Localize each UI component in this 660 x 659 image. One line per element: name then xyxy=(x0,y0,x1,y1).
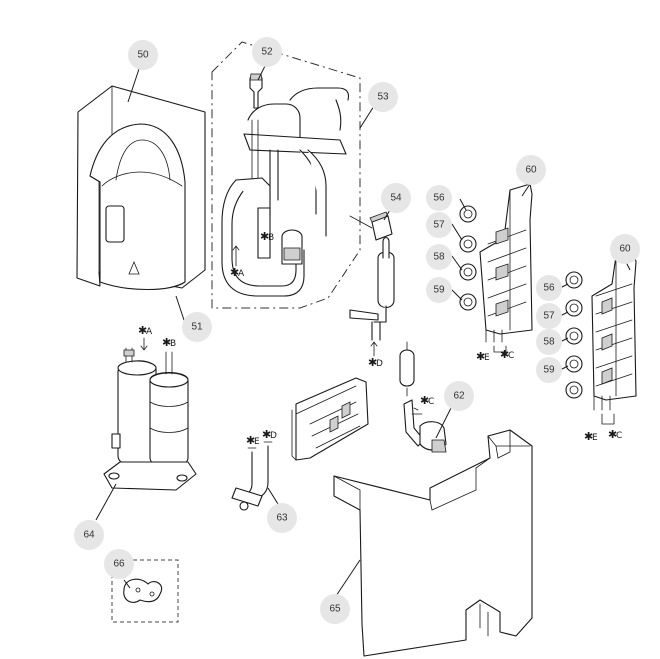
callout-59-right[interactable]: 59 xyxy=(536,357,562,383)
svg-text:✱: ✱ xyxy=(260,230,269,243)
svg-text:58: 58 xyxy=(433,252,445,263)
svg-text:✱: ✱ xyxy=(138,324,147,337)
svg-text:✱: ✱ xyxy=(246,434,255,447)
side-panel xyxy=(333,429,533,657)
callout-54[interactable]: 54 xyxy=(381,183,411,213)
mark-C-manifold-right: ✱ C xyxy=(601,413,622,441)
callout-bubbles: 50 51 52 53 54 56 57 58 59 60 60 56 57 5… xyxy=(74,37,640,624)
callout-66[interactable]: 66 xyxy=(104,549,134,579)
svg-text:64: 64 xyxy=(83,530,95,541)
service-valve xyxy=(403,399,447,453)
svg-text:C: C xyxy=(508,351,514,361)
callout-60-right[interactable]: 60 xyxy=(610,234,640,264)
manifold-left xyxy=(479,183,533,343)
svg-text:56: 56 xyxy=(433,193,445,204)
svg-text:57: 57 xyxy=(543,311,555,322)
svg-text:62: 62 xyxy=(453,391,465,402)
svg-text:56: 56 xyxy=(543,283,555,294)
valve-piping xyxy=(231,441,273,511)
svg-text:59: 59 xyxy=(543,365,555,376)
svg-text:59: 59 xyxy=(433,285,445,296)
svg-text:65: 65 xyxy=(329,604,341,615)
svg-text:54: 54 xyxy=(390,193,402,204)
svg-text:A: A xyxy=(238,269,245,279)
callout-50[interactable]: 50 xyxy=(128,40,158,70)
callout-62[interactable]: 62 xyxy=(444,381,474,411)
svg-text:58: 58 xyxy=(543,337,555,348)
svg-text:A: A xyxy=(146,327,153,337)
mark-D-filter: ✱ D xyxy=(368,341,383,369)
receiver-tank xyxy=(399,341,415,397)
svg-text:✱: ✱ xyxy=(420,394,429,407)
gasket-inset xyxy=(111,559,179,623)
callout-64[interactable]: 64 xyxy=(74,520,104,550)
callout-51[interactable]: 51 xyxy=(182,312,212,342)
svg-text:E: E xyxy=(592,433,598,443)
svg-text:✱: ✱ xyxy=(262,428,271,441)
mark-C-manifold-left: ✱ C xyxy=(493,345,514,361)
svg-text:57: 57 xyxy=(433,220,445,231)
mark-E-valve: ✱ E xyxy=(246,434,260,447)
svg-text:63: 63 xyxy=(276,513,288,524)
svg-text:✱: ✱ xyxy=(584,430,593,443)
callout-57-left[interactable]: 57 xyxy=(426,212,452,238)
svg-text:E: E xyxy=(484,353,490,363)
mark-C-valve: ✱ C xyxy=(413,394,434,411)
svg-text:53: 53 xyxy=(377,92,389,103)
svg-text:✱: ✱ xyxy=(476,350,485,363)
svg-text:B: B xyxy=(170,339,176,349)
svg-text:50: 50 xyxy=(137,50,149,61)
valve-caps-right xyxy=(565,271,583,399)
callout-52[interactable]: 52 xyxy=(252,37,282,67)
terminal-plate xyxy=(291,377,369,461)
mark-A-pipe: ✱ A xyxy=(230,245,245,279)
callout-56-left[interactable]: 56 xyxy=(426,185,452,211)
connection-marks: ✱ A ✱ B ✱ D ✱ A ✱ B ✱ E ✱ D xyxy=(138,230,622,447)
svg-text:✱: ✱ xyxy=(500,348,509,361)
svg-text:C: C xyxy=(616,431,622,441)
mark-D-valve: ✱ D xyxy=(262,428,277,441)
mark-A-compressor: ✱ A xyxy=(138,324,153,351)
callout-58-right[interactable]: 58 xyxy=(536,329,562,355)
svg-text:✱: ✱ xyxy=(368,356,377,369)
callout-58-left[interactable]: 58 xyxy=(426,244,452,270)
callout-65[interactable]: 65 xyxy=(320,594,350,624)
manifold-right xyxy=(591,251,637,411)
svg-text:52: 52 xyxy=(261,47,273,58)
mark-B-compressor: ✱ B xyxy=(162,336,176,349)
valve-caps-left xyxy=(459,205,477,311)
svg-text:51: 51 xyxy=(191,322,203,333)
svg-text:C: C xyxy=(428,397,434,407)
callout-56-right[interactable]: 56 xyxy=(536,275,562,301)
svg-text:60: 60 xyxy=(525,165,537,176)
mark-E-manifold-left: ✱ E xyxy=(476,350,490,363)
mark-B-pipe: ✱ B xyxy=(260,230,274,243)
piping-assembly-group xyxy=(211,41,361,309)
callout-60-left[interactable]: 60 xyxy=(516,155,546,185)
filter-pipe xyxy=(349,236,395,341)
callout-57-right[interactable]: 57 xyxy=(536,303,562,329)
callout-53[interactable]: 53 xyxy=(368,82,398,112)
svg-text:✱: ✱ xyxy=(162,336,171,349)
svg-text:60: 60 xyxy=(619,244,631,255)
compressor xyxy=(103,347,197,491)
svg-text:✱: ✱ xyxy=(608,428,617,441)
svg-text:D: D xyxy=(376,359,383,369)
svg-text:66: 66 xyxy=(113,559,125,570)
compressor-insulation-jacket xyxy=(76,85,206,291)
svg-text:E: E xyxy=(254,437,260,447)
svg-text:✱: ✱ xyxy=(230,266,239,279)
mark-E-manifold-right: ✱ E xyxy=(584,430,598,443)
solenoid-coil xyxy=(349,211,393,241)
svg-text:B: B xyxy=(268,233,274,243)
callout-59-left[interactable]: 59 xyxy=(426,277,452,303)
svg-text:D: D xyxy=(270,431,277,441)
callout-63[interactable]: 63 xyxy=(267,503,297,533)
